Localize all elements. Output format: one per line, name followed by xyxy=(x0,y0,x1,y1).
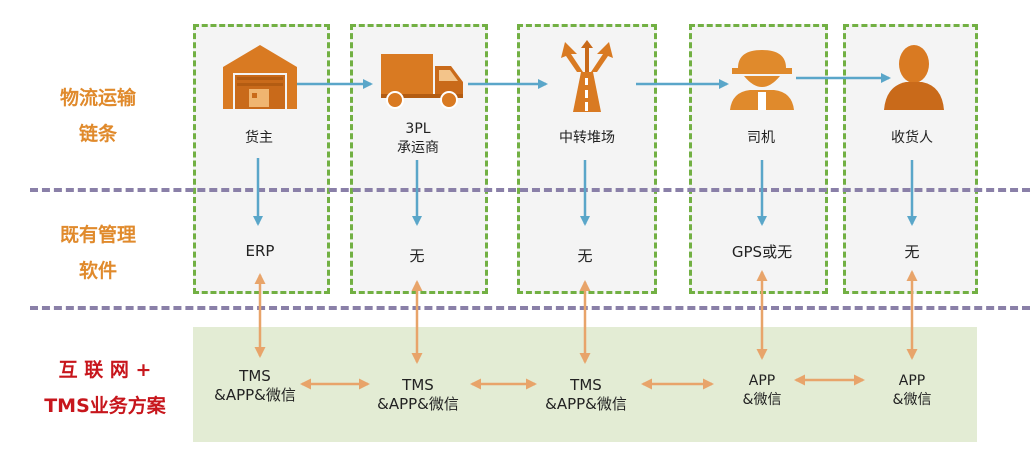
column-box-carrier xyxy=(350,24,488,294)
actor-label-transfer-yard-line1: 中转堆场 xyxy=(559,130,615,146)
system-label-receiver: 无 xyxy=(904,243,920,261)
row-label-chain-line2: 链条 xyxy=(78,123,117,145)
actor-label-carrier-line2: 承运商 xyxy=(397,140,439,156)
row-label-solution: 互 联 网 + TMS业务方案 xyxy=(30,352,180,424)
road-junction-icon xyxy=(561,40,613,112)
row-label-chain: 物流运输 链条 xyxy=(38,80,158,152)
actor-label-driver-line1: 司机 xyxy=(747,130,775,146)
solution-label-carrier-line2: &APP&微信 xyxy=(377,395,459,413)
receiver-icon xyxy=(884,45,944,110)
actor-label-driver: 司机 xyxy=(725,129,797,148)
solution-label-transfer-yard: TMS &APP&微信 xyxy=(531,376,641,414)
separator-line-top xyxy=(30,188,1030,192)
system-label-driver: GPS或无 xyxy=(731,243,793,261)
solution-label-shipper-line2: &APP&微信 xyxy=(214,386,296,404)
actor-label-transfer-yard: 中转堆场 xyxy=(542,129,632,148)
solution-label-receiver: APP &微信 xyxy=(872,372,952,410)
row-label-chain-line1: 物流运输 xyxy=(59,87,136,109)
solution-label-receiver-line1: APP xyxy=(898,373,926,389)
row-label-existing-line2: 软件 xyxy=(78,260,117,282)
row-label-solution-line1: 互 联 网 + xyxy=(58,359,152,381)
system-label-transfer-yard: 无 xyxy=(577,247,593,265)
system-label-carrier: 无 xyxy=(409,247,425,265)
solution-label-carrier-line1: TMS xyxy=(402,376,434,394)
solution-label-transfer-yard-line1: TMS xyxy=(570,376,602,394)
actor-label-carrier-line1: 3PL xyxy=(405,121,431,137)
actor-label-carrier: 3PL 承运商 xyxy=(372,120,464,158)
row-label-existing-line1: 既有管理 xyxy=(59,224,136,246)
solution-label-transfer-yard-line2: &APP&微信 xyxy=(545,395,627,413)
separator-line-bottom xyxy=(30,306,1030,310)
column-box-shipper xyxy=(193,24,330,294)
truck-icon xyxy=(381,54,463,109)
solution-label-driver: APP &微信 xyxy=(722,372,802,410)
solution-label-receiver-line2: &微信 xyxy=(892,392,932,408)
actor-label-shipper: 货主 xyxy=(223,129,295,148)
solution-label-shipper-line1: TMS xyxy=(239,367,271,385)
actor-label-shipper-line1: 货主 xyxy=(245,130,273,146)
solution-label-driver-line2: &微信 xyxy=(742,392,782,408)
actor-label-receiver: 收货人 xyxy=(872,129,952,148)
solution-label-carrier: TMS &APP&微信 xyxy=(363,376,473,414)
system-label-shipper: ERP xyxy=(245,242,275,260)
actor-label-receiver-line1: 收货人 xyxy=(891,130,933,146)
solution-label-shipper: TMS &APP&微信 xyxy=(200,367,310,405)
warehouse-icon xyxy=(223,45,297,109)
row-label-existing-software: 既有管理 软件 xyxy=(38,217,158,289)
driver-icon xyxy=(730,50,794,110)
row-label-solution-line2: TMS业务方案 xyxy=(44,395,166,417)
solution-label-driver-line1: APP xyxy=(748,373,776,389)
